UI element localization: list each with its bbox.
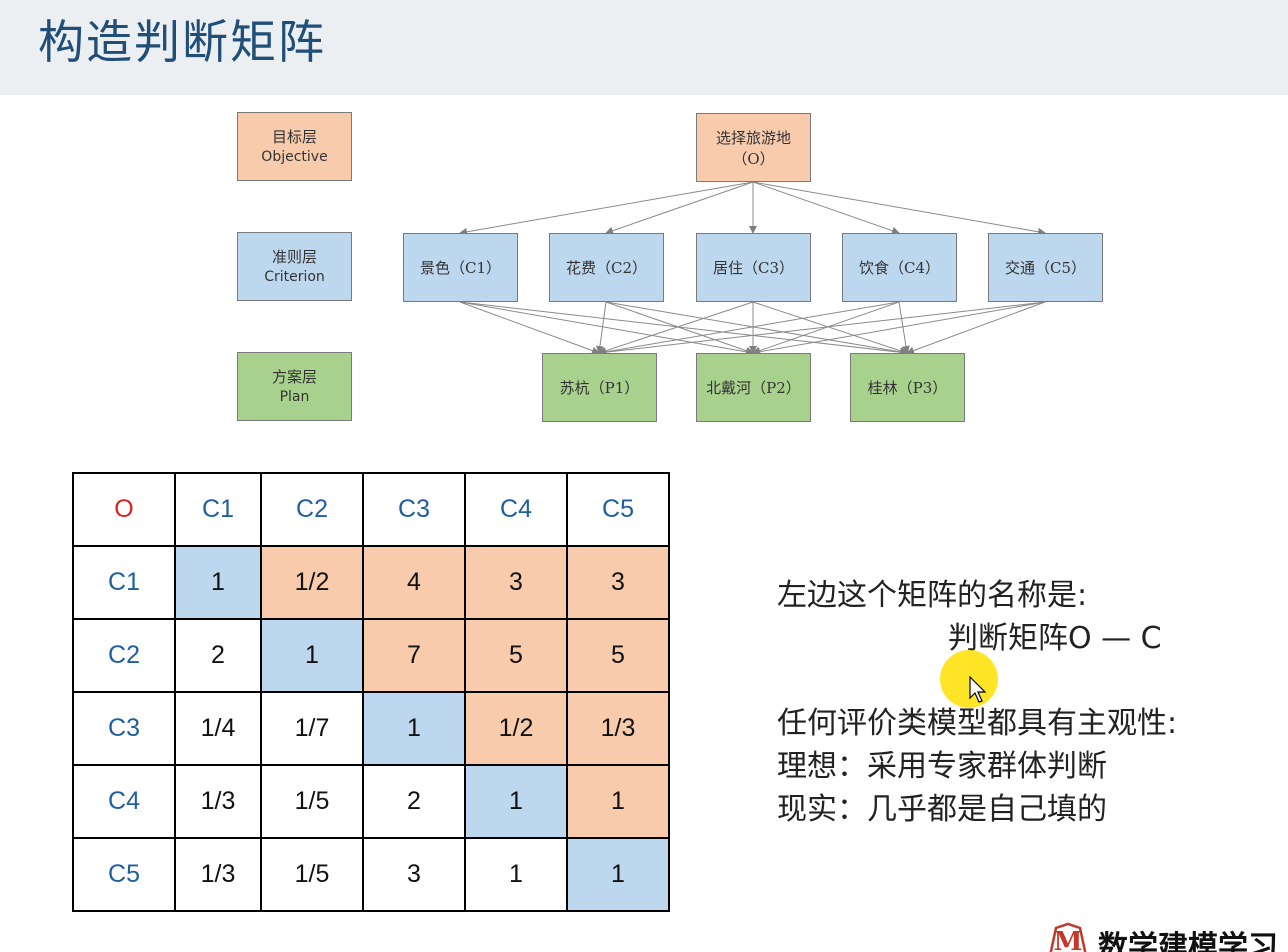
matrix-row-header: C1 xyxy=(72,545,176,620)
logo-text: 数学建模学习 xyxy=(1098,930,1278,952)
matrix-cell: 2 xyxy=(362,764,466,839)
note-subjectivity: 任何评价类模型都具有主观性: xyxy=(777,706,1178,741)
matrix-cell: 3 xyxy=(566,545,670,620)
matrix-cell: 1/5 xyxy=(260,764,364,839)
matrix-row: C2 2 1 7 5 5 xyxy=(72,618,670,693)
layer-label-criterion: 准则层 Criterion xyxy=(237,232,352,301)
layer-label-plan: 方案层 Plan xyxy=(237,352,352,421)
matrix-cell: 1/2 xyxy=(260,545,364,620)
matrix-cell: 1/3 xyxy=(174,764,262,839)
layer-label-en: Plan xyxy=(279,388,310,405)
link-criterion-to-plan xyxy=(598,301,754,355)
matrix-cell: 1/4 xyxy=(174,691,262,766)
matrix-row: C3 1/4 1/7 1 1/2 1/3 xyxy=(72,691,670,766)
matrix-row: C4 1/3 1/5 2 1 1 xyxy=(72,764,670,839)
matrix-row: C5 1/3 1/5 3 1 1 xyxy=(72,837,670,912)
matrix-row-header: C3 xyxy=(72,691,176,766)
objective-node: 选择旅游地 （O） xyxy=(696,113,811,182)
logo-emblem-icon xyxy=(1049,922,1087,952)
matrix-cell: 1/5 xyxy=(260,837,364,912)
matrix-cell: 1 xyxy=(566,837,670,912)
matrix-cell: 2 xyxy=(174,618,262,693)
matrix-col-header: C2 xyxy=(260,472,364,547)
note-reality: 现实：几乎都是自己填的 xyxy=(777,792,1107,827)
matrix-cell: 4 xyxy=(362,545,466,620)
plan-node-p2: 北戴河（P2） xyxy=(696,353,811,422)
matrix-header-row: O C1 C2 C3 C4 C5 xyxy=(72,472,670,547)
page-title: 构造判断矩阵 xyxy=(38,15,326,69)
link-criterion-to-plan xyxy=(898,301,910,354)
link-criterion-to-plan xyxy=(459,301,754,356)
link-criterion-to-plan xyxy=(459,301,600,355)
link-objective-to-criterion xyxy=(752,181,900,235)
matrix-cell: 1 xyxy=(362,691,466,766)
objective-line2: （O） xyxy=(732,149,775,168)
link-criterion-to-plan xyxy=(595,301,607,354)
matrix-cell: 5 xyxy=(566,618,670,693)
matrix-cell: 1/7 xyxy=(260,691,364,766)
link-criterion-to-plan xyxy=(459,301,908,357)
criterion-node-c3: 居住（C3） xyxy=(696,233,811,302)
matrix-cell: 1 xyxy=(464,764,568,839)
matrix-cell: 1 xyxy=(464,837,568,912)
note-ideal: 理想：采用专家群体判断 xyxy=(777,749,1107,784)
link-criterion-to-plan xyxy=(752,301,908,355)
mouse-pointer-icon xyxy=(969,676,987,703)
link-criterion-to-plan xyxy=(605,301,908,356)
link-criterion-to-plan xyxy=(598,301,900,356)
layer-label-objective: 目标层 Objective xyxy=(237,112,352,181)
link-criterion-to-plan xyxy=(752,301,1046,356)
link-objective-to-criterion xyxy=(605,181,754,235)
note-matrix-name-question: 左边这个矩阵的名称是: xyxy=(777,578,1088,613)
plan-node-p1: 苏杭（P1） xyxy=(542,353,657,422)
matrix-cell: 7 xyxy=(362,618,466,693)
matrix-cell: 3 xyxy=(362,837,466,912)
matrix-col-header: C1 xyxy=(174,472,262,547)
judgment-matrix: O C1 C2 C3 C4 C5 C1 1 1/2 4 3 3 C2 2 1 7… xyxy=(72,472,670,912)
matrix-cell: 1 xyxy=(174,545,262,620)
note-matrix-name-answer: 判断矩阵O — C xyxy=(948,621,1162,656)
layer-label-zh: 准则层 xyxy=(271,247,317,266)
matrix-row-header: C2 xyxy=(72,618,176,693)
link-criterion-to-plan xyxy=(906,301,1046,355)
link-objective-to-criterion xyxy=(752,181,1046,236)
criterion-node-c1: 景色（C1） xyxy=(403,233,518,302)
layer-label-en: Objective xyxy=(261,148,328,165)
matrix-row: C1 1 1/2 4 3 3 xyxy=(72,545,670,620)
matrix-cell: 1/3 xyxy=(566,691,670,766)
matrix-cell: 1/2 xyxy=(464,691,568,766)
link-criterion-to-plan xyxy=(598,301,1046,357)
matrix-row-header: C4 xyxy=(72,764,176,839)
matrix-cell: 1 xyxy=(566,764,670,839)
matrix-col-header: C4 xyxy=(464,472,568,547)
layer-label-zh: 目标层 xyxy=(271,127,317,146)
matrix-cell: 3 xyxy=(464,545,568,620)
matrix-cell: 5 xyxy=(464,618,568,693)
matrix-corner: O xyxy=(72,472,176,547)
matrix-cell: 1/3 xyxy=(174,837,262,912)
logo-badge: M xyxy=(1053,927,1083,952)
criterion-node-c2: 花费（C2） xyxy=(549,233,664,302)
plan-node-p3: 桂林（P3） xyxy=(850,353,965,422)
matrix-cell: 1 xyxy=(260,618,364,693)
matrix-row-header: C5 xyxy=(72,837,176,912)
cursor-highlight xyxy=(940,650,998,708)
criterion-node-c4: 饮食（C4） xyxy=(842,233,957,302)
brand-logo: M 数学建模学习 xyxy=(1046,918,1288,952)
matrix-col-header: C5 xyxy=(566,472,670,547)
objective-line1: 选择旅游地 xyxy=(715,128,791,147)
criterion-node-c5: 交通（C5） xyxy=(988,233,1103,302)
layer-label-en: Criterion xyxy=(264,268,325,285)
matrix-col-header: C3 xyxy=(362,472,466,547)
link-objective-to-criterion xyxy=(459,181,754,236)
link-criterion-to-plan xyxy=(605,301,754,355)
layer-label-zh: 方案层 xyxy=(271,367,317,386)
title-bar: 构造判断矩阵 xyxy=(0,0,1288,95)
